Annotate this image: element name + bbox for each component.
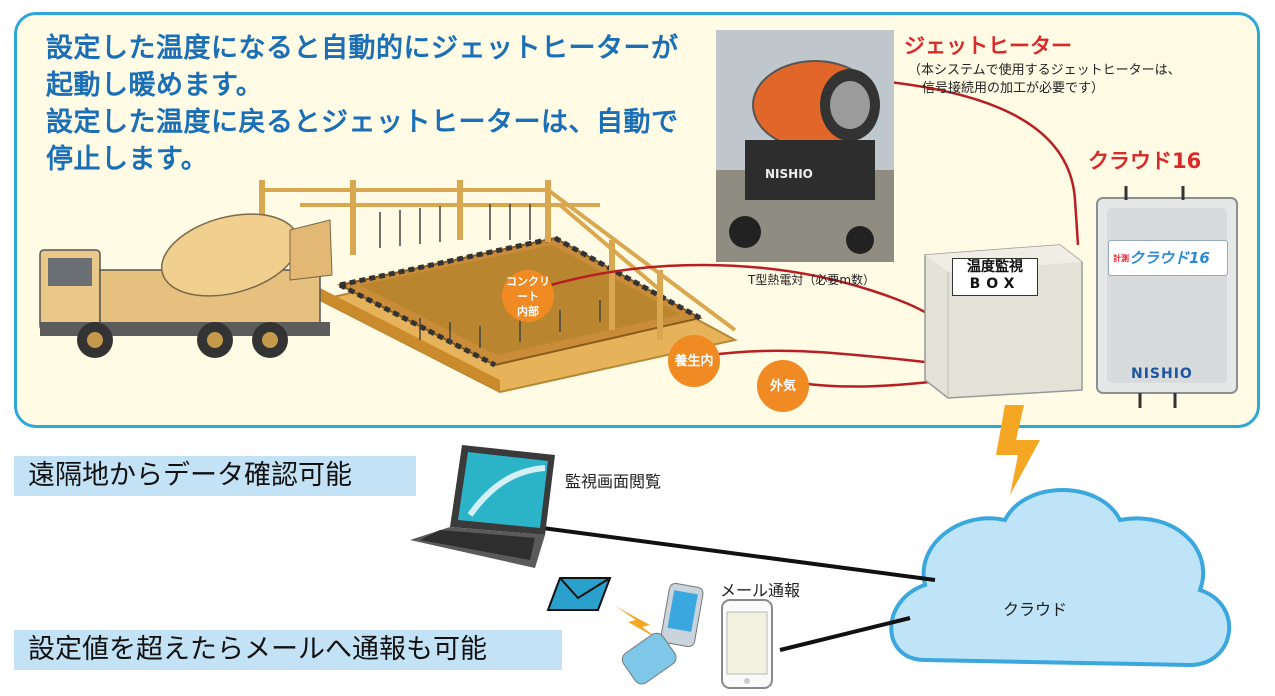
cloud16-nameplate: 計測 クラウド16 xyxy=(1108,240,1228,276)
mail-bolt xyxy=(615,606,660,640)
flip-phone-icon xyxy=(621,582,704,685)
thermocouple-label: T型熱電対（必要m数） xyxy=(748,273,876,287)
jet-heater-note-line-1: （本システムで使用するジェットヒーターは、 xyxy=(908,63,1181,78)
smartphone-icon xyxy=(721,599,773,689)
signal-bolt xyxy=(996,405,1040,495)
label-mail-alert: メール通報 xyxy=(720,581,801,600)
network-lines xyxy=(534,525,936,652)
mail-envelope-icon xyxy=(546,577,612,611)
sensor-concrete-line-1: コンクリート xyxy=(506,274,550,303)
sensor-concrete-line-2: 内部 xyxy=(517,304,539,318)
cloud16-title: クラウド16 xyxy=(1088,149,1202,173)
laptop-icon xyxy=(410,445,555,568)
headline: 設定した温度になると自動的にジェットヒーターが 起動し暖めます。 設定した温度に… xyxy=(46,30,679,178)
headline-line-4: 停止します。 xyxy=(46,144,209,175)
sensor-outside-air: 外気 xyxy=(757,360,809,412)
cloud16-plate-name: クラウド16 xyxy=(1129,249,1210,267)
banner-mail-alert: 設定値を超えたらメールへ通報も可能 xyxy=(14,630,562,670)
sensor-concrete-inside: コンクリート 内部 xyxy=(502,270,554,322)
monitor-box-label: 温度監視 BOX xyxy=(952,258,1038,296)
monitor-box-label-line-2: BOX xyxy=(969,276,1021,292)
label-monitor-view: 監視画面閲覧 xyxy=(565,472,662,491)
monitor-box-label-line-1: 温度監視 xyxy=(967,259,1023,275)
svg-text:NISHIO: NISHIO xyxy=(765,167,813,181)
headline-line-2: 起動し暖めます。 xyxy=(46,70,264,101)
cloud16-plate-small: 計測 xyxy=(1113,254,1129,263)
headline-line-1: 設定した温度になると自動的にジェットヒーターが xyxy=(46,33,679,64)
jet-heater-photo: NISHIO xyxy=(716,30,894,262)
sensor-curing: 養生内 xyxy=(668,335,720,387)
headline-line-3: 設定した温度に戻るとジェットヒーターは、自動で xyxy=(46,107,679,138)
jet-heater-title: ジェットヒーター xyxy=(904,34,1072,58)
formwork-illustration xyxy=(259,180,738,394)
banner-remote-check: 遠隔地からデータ確認可能 xyxy=(14,456,416,496)
mixer-truck-illustration xyxy=(39,213,333,358)
jet-heater-note-line-2: 信号接続用の加工が必要です） xyxy=(922,81,1105,96)
cloud-shape xyxy=(889,488,1232,668)
jet-heater-note: （本システムで使用するジェットヒーターは、 信号接続用の加工が必要です） xyxy=(908,62,1181,98)
cloud16-brand: NISHIO xyxy=(1131,366,1193,382)
sensor-wires xyxy=(550,78,1080,388)
label-cloud: クラウド xyxy=(1003,600,1068,619)
